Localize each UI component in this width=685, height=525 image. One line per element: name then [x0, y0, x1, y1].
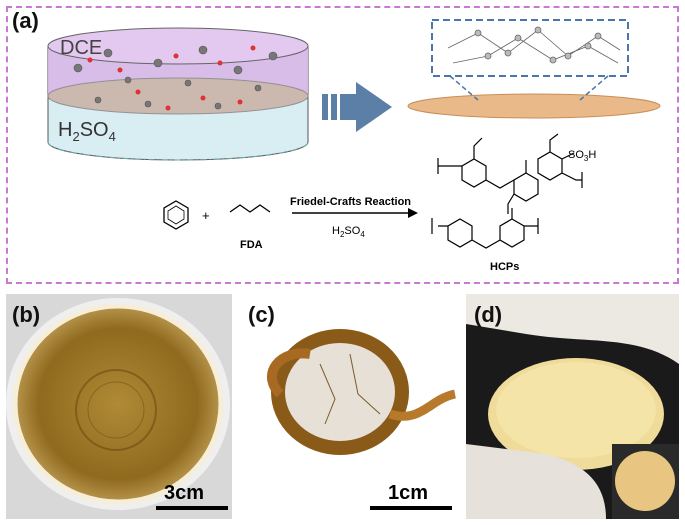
- panel-b-label: (b): [12, 302, 41, 327]
- panel-a-frame: DCE H2SO4: [6, 6, 679, 284]
- benzene-structure: [163, 200, 189, 230]
- process-arrow: [322, 82, 392, 132]
- fda-structure: [229, 204, 271, 213]
- panel-d-photo: (d): [466, 294, 679, 519]
- reaction-name: Friedel-Crafts Reaction: [290, 196, 411, 208]
- panel-a-label: (a): [12, 8, 39, 33]
- panel-c-label: (c): [248, 302, 275, 327]
- panel-d-label: (d): [474, 302, 503, 327]
- fda-label: FDA: [240, 239, 263, 251]
- membrane-loop-photo: [240, 294, 458, 519]
- sulfonate-group: SO3H: [568, 149, 596, 163]
- panel-c-scale-label: 1cm: [388, 482, 429, 504]
- two-phase-beaker: [47, 27, 309, 161]
- reaction-catalyst: H2SO4: [332, 225, 365, 239]
- panel-b-scale-label: 3cm: [164, 482, 205, 504]
- gloved-hand-photo: [466, 294, 679, 519]
- synthesis-scheme: DCE H2SO4: [47, 19, 661, 273]
- hcp-label: HCPs: [490, 261, 519, 273]
- hcp-structure: [431, 133, 583, 249]
- panel-b-scalebar: [156, 506, 228, 510]
- plus-sign: +: [202, 208, 210, 223]
- polymer-film-disc: [407, 19, 661, 119]
- reaction-arrow: [292, 208, 418, 218]
- panel-b-photo: (b) 3cm: [6, 294, 232, 519]
- dce-layer-label: DCE: [60, 37, 102, 59]
- panel-c-photo: (c) 1cm: [240, 294, 458, 519]
- panel-c-scalebar: [370, 506, 452, 510]
- acid-layer-label: H2SO4: [58, 119, 116, 144]
- petri-dish-photo: [6, 294, 232, 519]
